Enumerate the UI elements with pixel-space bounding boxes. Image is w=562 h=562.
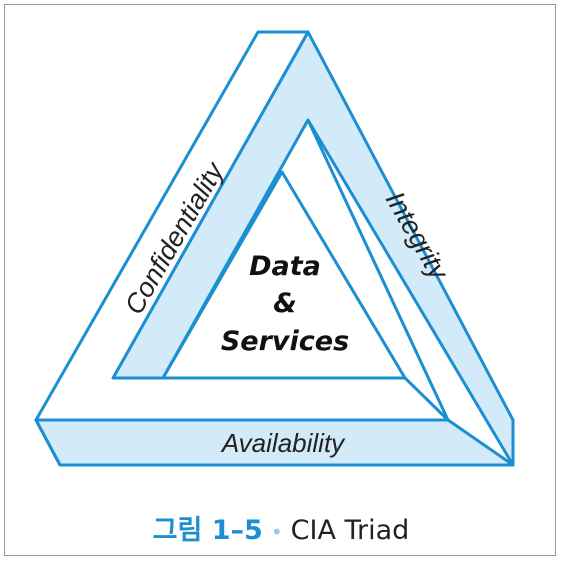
separator-dot: • [270, 519, 283, 544]
figure-number: 그림 1–5 [152, 515, 263, 546]
center-line-2: & [273, 288, 297, 319]
figure-caption: 그림 1–5 • CIA Triad [0, 508, 562, 547]
edge-bottom-front [34, 419, 62, 466]
availability-label: Availability [220, 428, 346, 458]
center-line-1: Data [249, 251, 321, 282]
inner-triangle [161, 170, 407, 380]
center-line-3: Services [221, 326, 349, 357]
edge-inner-right [306, 119, 450, 421]
figure-title: CIA Triad [290, 515, 410, 546]
